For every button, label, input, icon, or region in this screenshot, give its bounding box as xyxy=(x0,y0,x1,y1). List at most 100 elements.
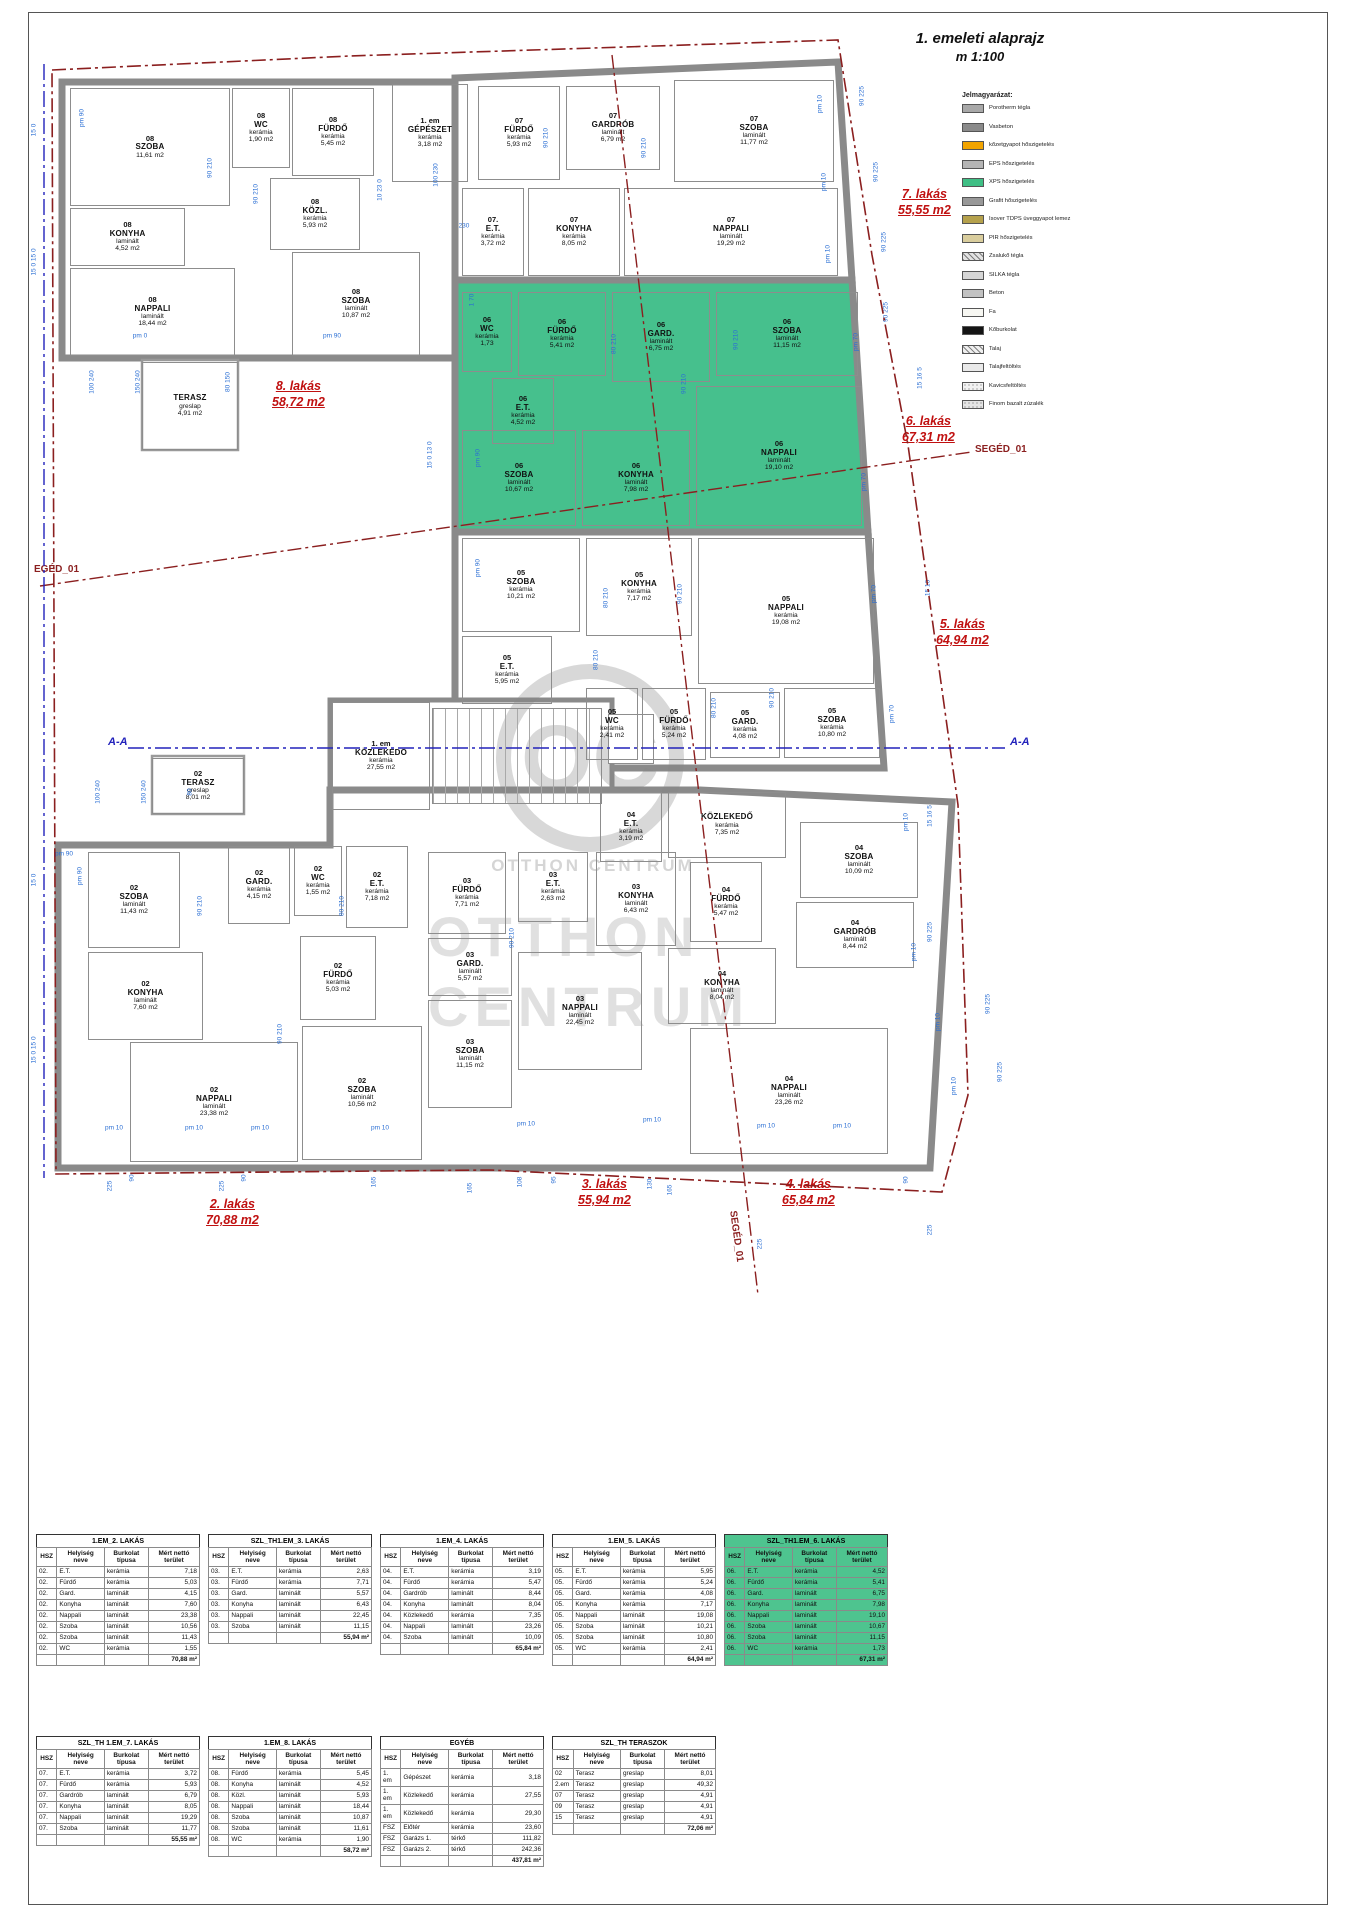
room-rs: laminált xyxy=(122,901,146,909)
table-cell: kerámia xyxy=(448,1565,494,1578)
dimension-label: pm 90 xyxy=(54,850,74,858)
table-header-cell: HSZ xyxy=(379,1749,402,1769)
legend-item-fa: Fa xyxy=(962,307,1092,317)
table-cell: Közlekedő xyxy=(400,1803,450,1823)
room-rs: laminált xyxy=(719,233,743,241)
table-cell: 6,43 xyxy=(319,1598,373,1611)
dimension-label: 15 0 13 0 xyxy=(426,441,434,469)
table-cell: laminált xyxy=(619,1609,665,1622)
table-cell: FSZ xyxy=(379,1832,402,1845)
table-cell: FSZ xyxy=(379,1821,402,1834)
room-rm: 5,45 m2 xyxy=(320,140,346,148)
room-rs: laminált xyxy=(767,457,791,465)
table-cell: Szoba xyxy=(400,1631,450,1644)
table-cell: 06. xyxy=(723,1631,746,1644)
table-cell: laminált xyxy=(791,1587,837,1600)
room-rm: 6,75 m2 xyxy=(648,345,674,353)
dimension-label: 100 230 xyxy=(432,163,440,187)
room-rs: laminált xyxy=(601,129,625,137)
legend-label: Beton xyxy=(989,290,1005,297)
table-cell: 04. xyxy=(379,1576,402,1589)
dimension-label: 150 240 xyxy=(140,780,148,804)
dimension-label: pm 10 xyxy=(816,94,824,114)
table-cell: 04. xyxy=(379,1598,402,1611)
room-rm: 7,71 m2 xyxy=(454,901,480,909)
room-rm: 11,15 m2 xyxy=(456,1062,484,1070)
legend-label: kőzetgyapot hőszigetelés xyxy=(989,142,1055,149)
dimension-label: 90 210 xyxy=(508,928,516,948)
table-cell: 02. xyxy=(35,1587,58,1600)
room-rs: laminált xyxy=(775,335,799,343)
legend-label: Porotherm tégla xyxy=(989,105,1031,112)
table-cell: Gard. xyxy=(56,1587,105,1600)
room-rs: laminált xyxy=(847,861,871,869)
room-rs: laminált xyxy=(568,1012,592,1020)
table-cell: kerámia xyxy=(619,1642,665,1655)
table-cell: 02 xyxy=(552,1767,574,1780)
dimension-label: 90 225 xyxy=(996,1062,1004,1082)
title-block: 1. emeleti alaprajz m 1:100 xyxy=(895,30,1065,64)
table-total-value: 55,94 m² xyxy=(319,1631,373,1644)
table-cell: kerámia xyxy=(448,1821,494,1834)
room-rm: 4,08 m2 xyxy=(732,733,758,741)
table-cell: 08. xyxy=(207,1767,230,1780)
room-rs: greslap xyxy=(179,403,201,411)
dimension-label: pm 90 xyxy=(76,866,84,886)
table-cell: 15 xyxy=(552,1811,574,1824)
dimension-label: 130 xyxy=(646,1178,654,1190)
table-cell: Gard. xyxy=(572,1587,621,1600)
table-cell: Nappali xyxy=(744,1609,793,1622)
table-cell: FSZ xyxy=(379,1843,402,1856)
table-cell: Szoba xyxy=(56,1620,105,1633)
room-rm: 5,93 m2 xyxy=(506,141,532,149)
legend-label: Talaj xyxy=(989,345,1001,352)
dimension-label: 90 225 xyxy=(858,86,866,106)
room-rn: E.T. xyxy=(623,818,639,828)
table-header-cell: HSZ xyxy=(35,1749,58,1769)
table-cell: laminált xyxy=(619,1620,665,1633)
room-rm: 10,21 m2 xyxy=(506,593,536,601)
table-cell: 3,72 xyxy=(147,1767,201,1780)
room-rn: GARD. xyxy=(731,716,759,726)
table-total-value: 67,31 m² xyxy=(835,1653,889,1666)
legend-item-pir-h-szigetel-s: PIR hőszigetelés xyxy=(962,233,1092,243)
table-total-row: 64,94 m² xyxy=(551,1653,717,1666)
table-cell: Konyha xyxy=(744,1598,793,1611)
table-cell: 23,38 xyxy=(147,1609,201,1622)
room-rs: kerámia xyxy=(481,233,505,241)
table-total-row: 55,55 m² xyxy=(35,1833,201,1846)
table-cell: Fürdő xyxy=(400,1576,450,1589)
dimension-label: 15 0 15 0 xyxy=(30,248,38,276)
table-header-cell: HSZ xyxy=(35,1547,58,1567)
table-cell: 07. xyxy=(35,1811,58,1824)
table-cell: 05. xyxy=(551,1620,574,1633)
room-rm: 23,38 m2 xyxy=(199,1110,229,1118)
table-total-value: 70,88 m² xyxy=(147,1653,201,1666)
table-cell: Garázs 2. xyxy=(400,1843,450,1856)
room-rs: laminált xyxy=(141,313,164,321)
annotation-a-a: A-A xyxy=(1010,736,1030,748)
dimension-label: 90 210 xyxy=(542,128,550,148)
room-rm: 5,47 m2 xyxy=(713,910,739,918)
